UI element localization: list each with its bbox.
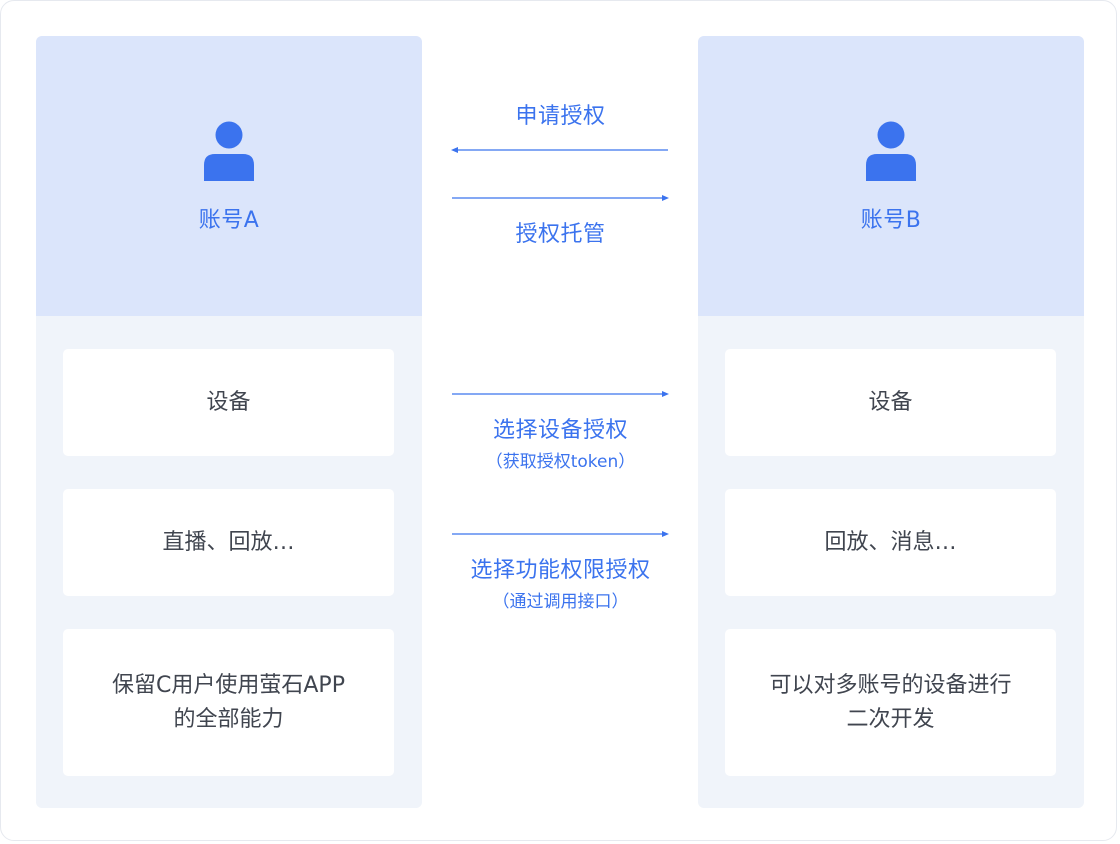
card-text-line-2: 的全部能力 (173, 706, 284, 732)
flow-device-auth-sub: （获取授权token） (485, 452, 636, 472)
flow-function-auth-label: 选择功能权限授权 (470, 558, 651, 583)
account-a-header: 账号A (36, 36, 422, 316)
flow-function-auth-sub: （通过调用接口） (492, 592, 629, 612)
user-icon (866, 121, 916, 181)
account-b-column: 账号B 设备 回放、消息… 可以对多账号的设备进行 二次开发 (698, 36, 1084, 808)
card-text-line-2: 二次开发 (846, 706, 935, 732)
user-icon (204, 121, 254, 181)
card-text-line-1: 保留C用户使用萤石APP (112, 672, 345, 698)
card-text: 设备 (868, 389, 913, 415)
account-b-dev-card: 可以对多账号的设备进行 二次开发 (725, 629, 1056, 776)
flow-device-auth-label: 选择设备授权 (492, 418, 628, 443)
flow-auth-hosting-label: 授权托管 (515, 222, 606, 247)
account-a-capability-card: 直播、回放… (63, 489, 394, 596)
account-b-device-card: 设备 (725, 349, 1056, 456)
card-text-line-1: 可以对多账号的设备进行 (769, 672, 1012, 698)
account-a-app-card: 保留C用户使用萤石APP 的全部能力 (63, 629, 394, 776)
account-a-column: 账号A 设备 直播、回放… 保留C用户使用萤石APP 的全部能力 (36, 36, 422, 808)
flow-request-auth-label: 申请授权 (515, 104, 606, 129)
card-text: 回放、消息… (824, 529, 957, 555)
card-text: 直播、回放… (162, 529, 295, 555)
card-text: 设备 (206, 389, 251, 415)
account-a-device-card: 设备 (63, 349, 394, 456)
account-a-name: 账号A (198, 208, 260, 233)
account-b-name: 账号B (860, 208, 922, 233)
account-b-capability-card: 回放、消息… (725, 489, 1056, 596)
account-b-header: 账号B (698, 36, 1084, 316)
